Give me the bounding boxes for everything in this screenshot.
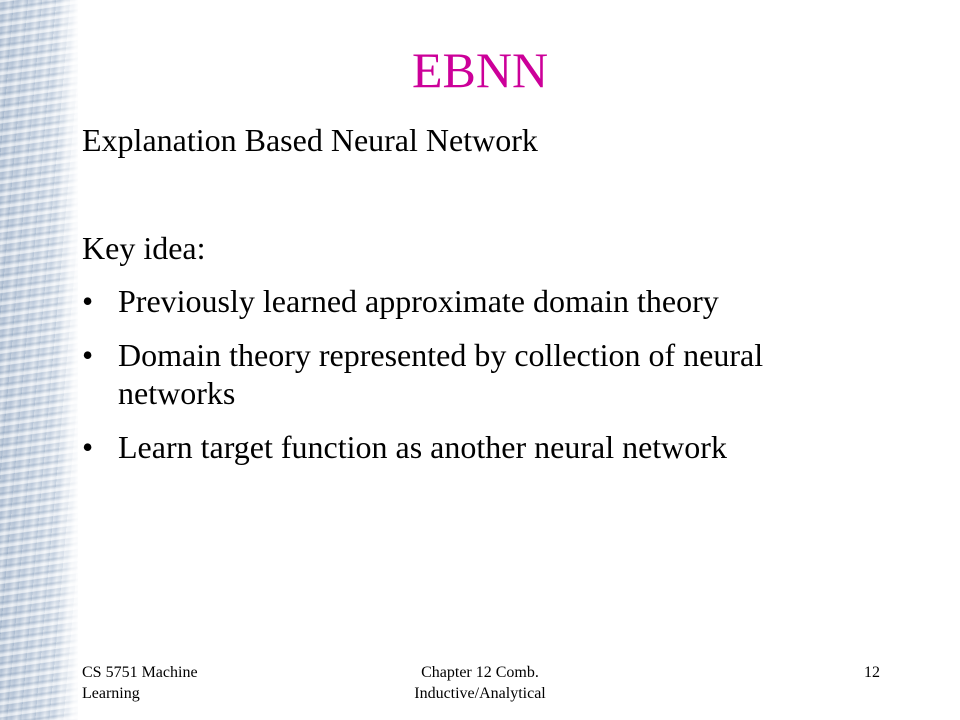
bullet-dot-icon: • — [82, 429, 94, 465]
bullet-item: • Previously learned approximate domain … — [82, 282, 882, 320]
footer-course: CS 5751 Machine Learning — [82, 664, 198, 702]
bullet-dot-icon: • — [82, 283, 94, 319]
key-idea-label: Key idea: — [82, 230, 206, 266]
bullet-item: • Learn target function as another neura… — [82, 428, 882, 466]
slide-title: EBNN — [411, 42, 549, 98]
bullet-list: • Previously learned approximate domain … — [82, 282, 882, 482]
bullet-text: Domain theory represented by collection … — [118, 337, 764, 411]
bullet-text: Learn target function as another neural … — [118, 429, 727, 465]
decorative-side-strip — [0, 0, 78, 720]
footer-page-number: 12 — [864, 664, 880, 681]
footer-chapter: Chapter 12 Comb. Inductive/Analytical — [414, 664, 546, 702]
bullet-item: • Domain theory represented by collectio… — [82, 336, 882, 412]
bullet-dot-icon: • — [82, 337, 94, 373]
slide-subtitle: Explanation Based Neural Network — [82, 122, 538, 158]
bullet-text: Previously learned approximate domain th… — [118, 283, 719, 319]
